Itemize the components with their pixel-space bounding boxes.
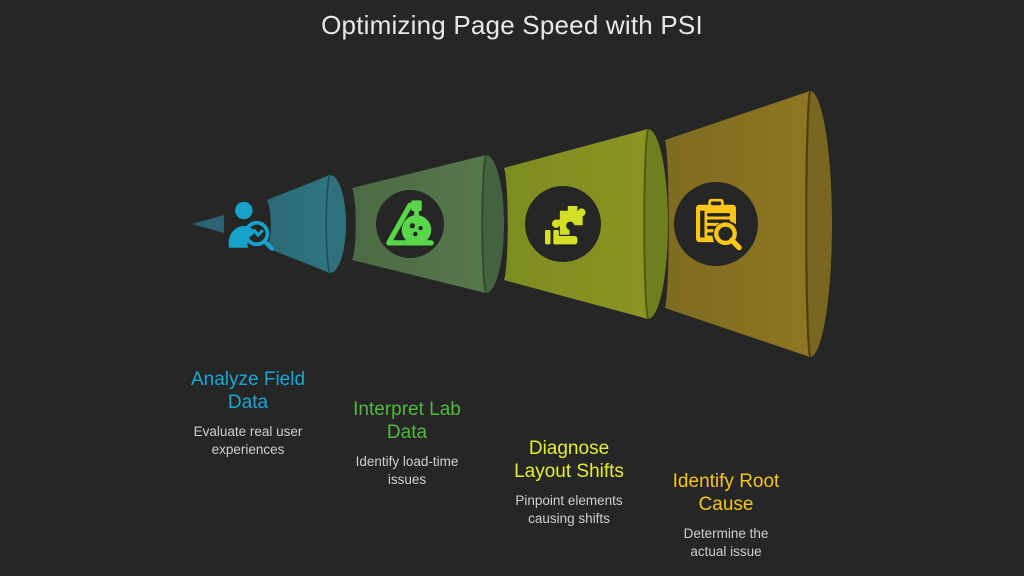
clipboard-search-icon <box>696 198 742 251</box>
puzzle-layout-shift-icon-badge <box>525 186 601 262</box>
puzzle-layout-shift-icon <box>545 206 586 245</box>
stage-title: Diagnose Layout Shifts <box>514 438 624 483</box>
stage-description: Evaluate real user experiences <box>193 424 303 457</box>
funnel-segment-3 <box>504 128 668 320</box>
stage-title: Analyze Field Data <box>190 369 306 414</box>
page-title: Optimizing Page Speed with PSI <box>321 10 703 40</box>
funnel-segment-2 <box>352 154 504 294</box>
stage-label-analyze-field-data: Analyze Field Data Evaluate real user ex… <box>160 368 336 458</box>
stage-label-interpret-lab-data: Interpret Lab Data Identify load-time is… <box>319 398 495 488</box>
funnel-tip <box>192 215 224 233</box>
stage-description: Identify load-time issues <box>355 454 459 487</box>
stage-description: Pinpoint elements causing shifts <box>515 493 623 526</box>
lab-flask-icon-badge <box>376 190 444 258</box>
stage-title: Interpret Lab Data <box>353 399 461 444</box>
stage-label-identify-root-cause: Identify Root Cause Determine the actual… <box>638 470 814 560</box>
user-analytics-search-icon <box>228 201 275 251</box>
funnel-segment-4 <box>665 90 832 358</box>
lab-flask-icon <box>386 200 434 246</box>
clipboard-search-icon-badge <box>674 182 758 266</box>
funnel-segment-1 <box>267 174 346 274</box>
stage-label-diagnose-layout-shifts: Diagnose Layout Shifts Pinpoint elements… <box>481 437 657 527</box>
stage-description: Determine the actual issue <box>683 526 769 559</box>
stage-title: Identify Root Cause <box>672 471 780 516</box>
